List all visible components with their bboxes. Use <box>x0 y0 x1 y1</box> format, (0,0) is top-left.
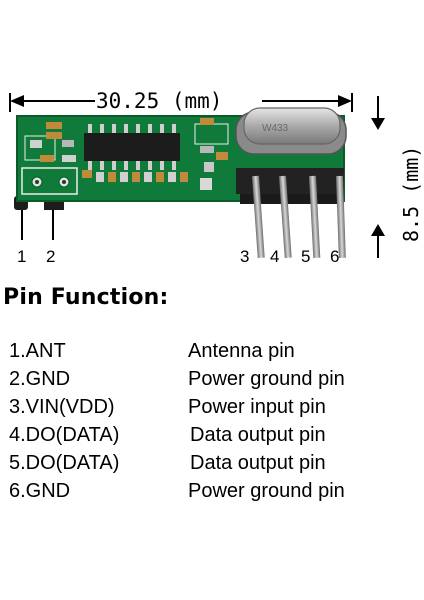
pin-row: 1.ANT Antenna pin <box>0 340 424 368</box>
pin-row: 4.DO(DATA) Data output pin <box>0 424 424 452</box>
crystal-marking: W433 <box>262 123 289 134</box>
pcb-board <box>16 115 345 202</box>
up-arrow-icon <box>371 224 385 236</box>
pin-name: 6.GND <box>9 480 71 502</box>
pin-description: Power ground pin <box>188 368 345 390</box>
crystal-oscillator: W433 <box>235 107 347 155</box>
left-arrow-icon <box>10 95 24 107</box>
pin-row: 5.DO(DATA) Data output pin <box>0 452 424 480</box>
pin-numbers: 1 2 3 4 5 6 <box>17 247 339 266</box>
pin-row: 2.GND Power ground pin <box>0 368 424 396</box>
pin-number: 5 <box>301 247 310 266</box>
pin-number: 4 <box>270 247 279 266</box>
pin-description: Power ground pin <box>188 480 345 502</box>
pin-description: Data output pin <box>190 452 326 474</box>
pin-header <box>236 168 346 259</box>
pin-name: 2.GND <box>9 368 71 390</box>
section-title: Pin Function: <box>3 285 169 310</box>
pin-description: Power input pin <box>188 396 326 418</box>
pin-description: Data output pin <box>190 424 326 446</box>
module-diagram: 30.25 (mm) 8.5 (mm) <box>9 89 423 266</box>
left-pins <box>14 196 64 240</box>
right-arrow-icon <box>338 95 352 107</box>
pin-name: 4.DO(DATA) <box>9 424 120 446</box>
pin-number: 6 <box>330 247 339 266</box>
down-arrow-icon <box>371 118 385 130</box>
pin-name: 1.ANT <box>9 340 66 362</box>
pin-number: 2 <box>46 247 55 266</box>
pin-row: 6.GND Power ground pin <box>0 480 424 508</box>
pin-number: 3 <box>240 247 249 266</box>
height-dimension: 8.5 (mm) <box>371 96 423 258</box>
module-figure: 30.25 (mm) 8.5 (mm) <box>0 0 424 285</box>
height-label: 8.5 (mm) <box>399 146 423 242</box>
pin-row: 3.VIN(VDD) Power input pin <box>0 396 424 424</box>
ic-chip <box>84 133 180 161</box>
pin-description: Antenna pin <box>188 340 295 362</box>
width-label: 30.25 (mm) <box>96 89 222 113</box>
pin-number: 1 <box>17 247 26 266</box>
pin-name: 3.VIN(VDD) <box>9 396 115 418</box>
width-dimension: 30.25 (mm) <box>9 89 353 113</box>
pin-name: 5.DO(DATA) <box>9 452 120 474</box>
